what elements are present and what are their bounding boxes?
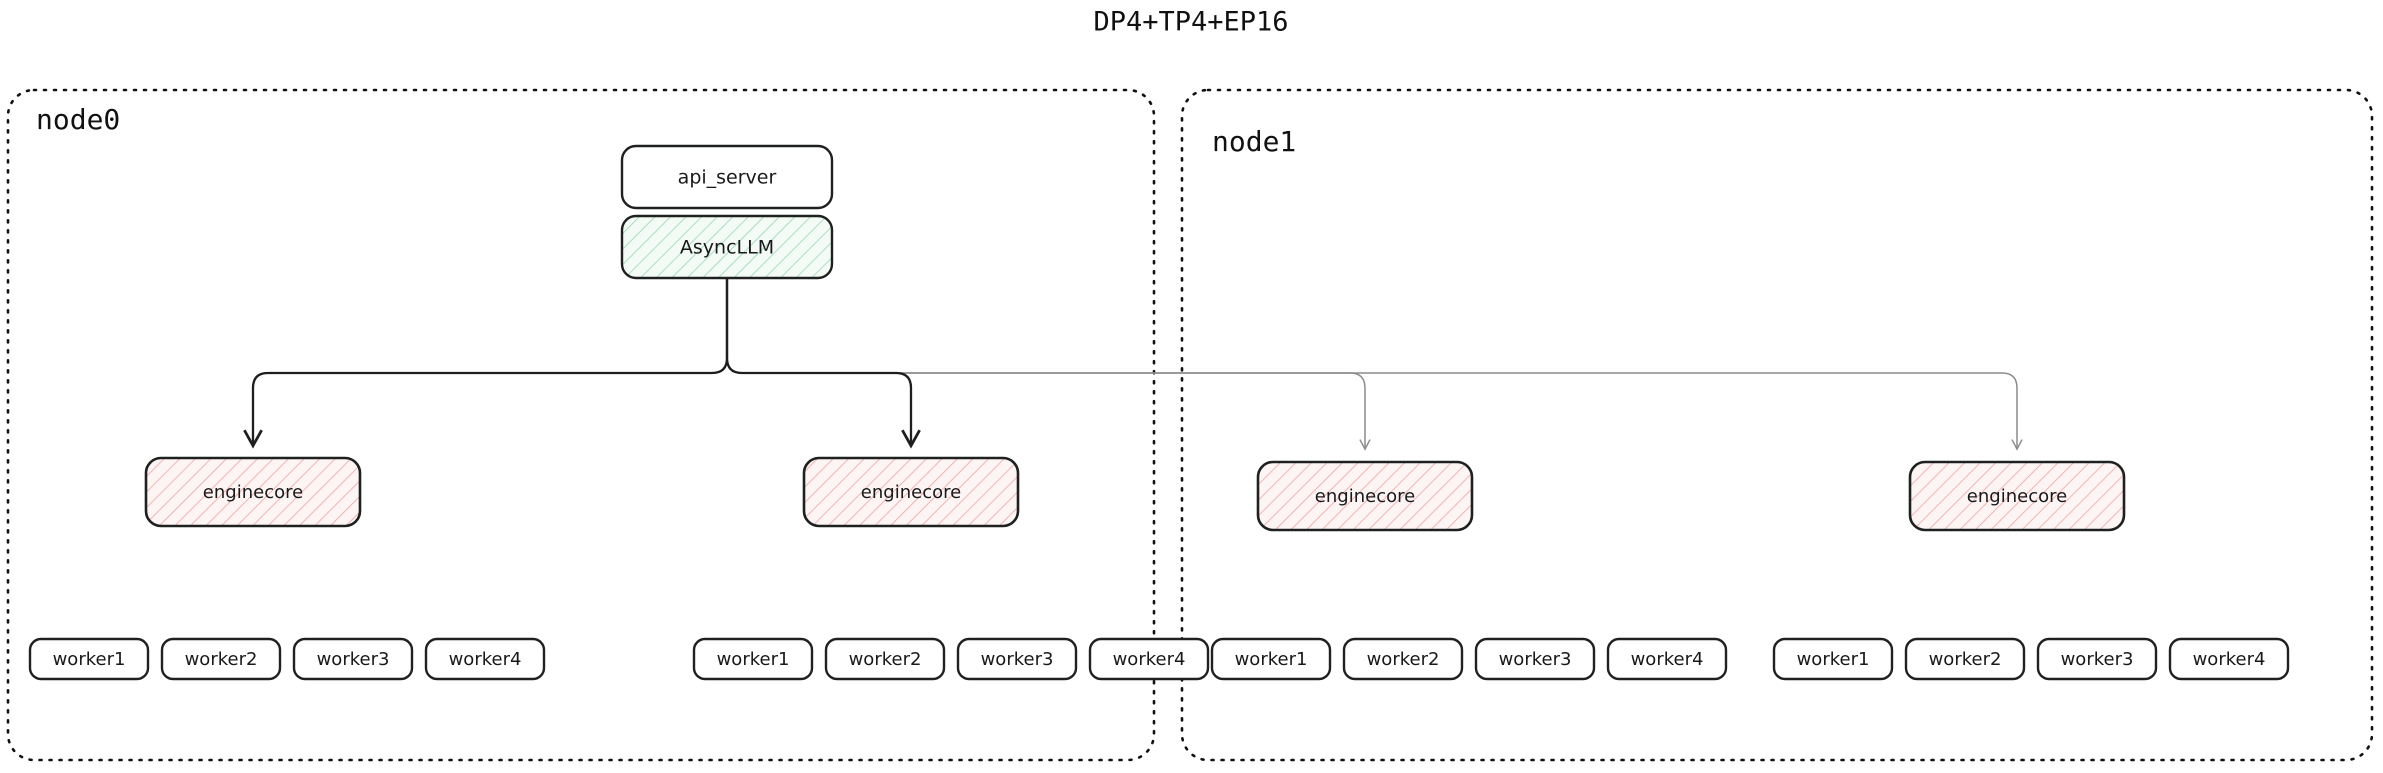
worker-group-2: worker1 worker2 worker3 worker4 [1210, 637, 1728, 681]
worker-box-rect[interactable] [1772, 637, 1894, 681]
worker-group-0: worker1 worker2 worker3 worker4 [28, 637, 546, 681]
node-enginecore-3[interactable]: enginecore [1908, 460, 2126, 532]
worker-box[interactable]: worker4 [1606, 637, 1728, 681]
cluster-node0[interactable]: node0 [6, 88, 1156, 762]
cluster-node0-label: node0 [36, 103, 120, 136]
api-server-box[interactable] [620, 144, 834, 210]
worker-box-rect[interactable] [292, 637, 414, 681]
worker-box[interactable]: worker1 [692, 637, 814, 681]
edge-async-to-enginecore-1 [725, 278, 921, 449]
worker-label: worker2 [185, 649, 258, 670]
edge-layer [243, 278, 2023, 451]
worker-box-rect[interactable] [1210, 637, 1332, 681]
worker-label: worker3 [317, 649, 390, 670]
worker-box[interactable]: worker1 [28, 637, 150, 681]
worker-box[interactable]: worker3 [292, 637, 414, 681]
enginecore-2-box[interactable] [1256, 460, 1474, 532]
worker-label: worker4 [449, 649, 522, 670]
worker-box-rect[interactable] [160, 637, 282, 681]
worker-box-rect[interactable] [692, 637, 814, 681]
enginecore-1-box[interactable] [802, 456, 1020, 528]
cluster-node1-box[interactable] [1180, 88, 2374, 762]
worker-box-rect[interactable] [1606, 637, 1728, 681]
worker-box-rect[interactable] [1342, 637, 1464, 681]
api-server-label: api_server [678, 167, 777, 189]
worker-label: worker1 [53, 649, 126, 670]
worker-box[interactable]: worker2 [1904, 637, 2026, 681]
worker-box[interactable]: worker2 [1342, 637, 1464, 681]
worker-label: worker1 [717, 649, 790, 670]
node-async-llm[interactable]: AsyncLLM [620, 214, 834, 280]
worker-box-rect[interactable] [1088, 637, 1210, 681]
edge-async-to-enginecore-0 [243, 278, 729, 449]
node-enginecore-0[interactable]: enginecore [144, 456, 362, 528]
enginecore-3-box[interactable] [1908, 460, 2126, 532]
worker-box-rect[interactable] [2036, 637, 2158, 681]
async-llm-box[interactable] [620, 214, 834, 280]
enginecore-1-label: enginecore [861, 482, 961, 503]
worker-label: worker3 [1499, 649, 1572, 670]
worker-box[interactable]: worker1 [1772, 637, 1894, 681]
worker-box[interactable]: worker3 [956, 637, 1078, 681]
worker-label: worker2 [1367, 649, 1440, 670]
worker-label: worker4 [1113, 649, 1186, 670]
node-enginecore-1[interactable]: enginecore [802, 456, 1020, 528]
worker-box-rect[interactable] [2168, 637, 2290, 681]
cluster-node0-box[interactable] [6, 88, 1156, 762]
worker-box-rect[interactable] [1904, 637, 2026, 681]
worker-label: worker3 [981, 649, 1054, 670]
worker-box[interactable]: worker4 [1088, 637, 1210, 681]
worker-box[interactable]: worker2 [160, 637, 282, 681]
worker-label: worker2 [849, 649, 922, 670]
worker-box[interactable]: worker2 [824, 637, 946, 681]
worker-label: worker2 [1929, 649, 2002, 670]
cluster-node1[interactable]: node1 [1180, 88, 2374, 762]
worker-label: worker1 [1235, 649, 1308, 670]
worker-box-rect[interactable] [956, 637, 1078, 681]
worker-box-rect[interactable] [824, 637, 946, 681]
cluster-node1-label: node1 [1212, 125, 1296, 158]
worker-box[interactable]: worker1 [1210, 637, 1332, 681]
worker-box[interactable]: worker4 [2168, 637, 2290, 681]
worker-group-1: worker1 worker2 worker3 worker4 [692, 637, 1210, 681]
worker-label: worker1 [1797, 649, 1870, 670]
async-llm-label: AsyncLLM [680, 237, 774, 259]
worker-label: worker4 [2193, 649, 2266, 670]
worker-group-3: worker1 worker2 worker3 worker4 [1772, 637, 2290, 681]
worker-box[interactable]: worker3 [1474, 637, 1596, 681]
worker-box[interactable]: worker3 [2036, 637, 2158, 681]
worker-box-rect[interactable] [28, 637, 150, 681]
page-title: DP4+TP4+EP16 [1093, 7, 1288, 38]
worker-box-rect[interactable] [1474, 637, 1596, 681]
enginecore-2-label: enginecore [1315, 486, 1415, 507]
node-enginecore-2[interactable]: enginecore [1256, 460, 1474, 532]
enginecore-0-box[interactable] [144, 456, 362, 528]
worker-label: worker4 [1631, 649, 1704, 670]
node-api-server[interactable]: api_server [620, 144, 834, 210]
worker-box-rect[interactable] [424, 637, 546, 681]
worker-box[interactable]: worker4 [424, 637, 546, 681]
worker-label: worker3 [2061, 649, 2134, 670]
enginecore-0-label: enginecore [203, 482, 303, 503]
enginecore-3-label: enginecore [1967, 486, 2067, 507]
